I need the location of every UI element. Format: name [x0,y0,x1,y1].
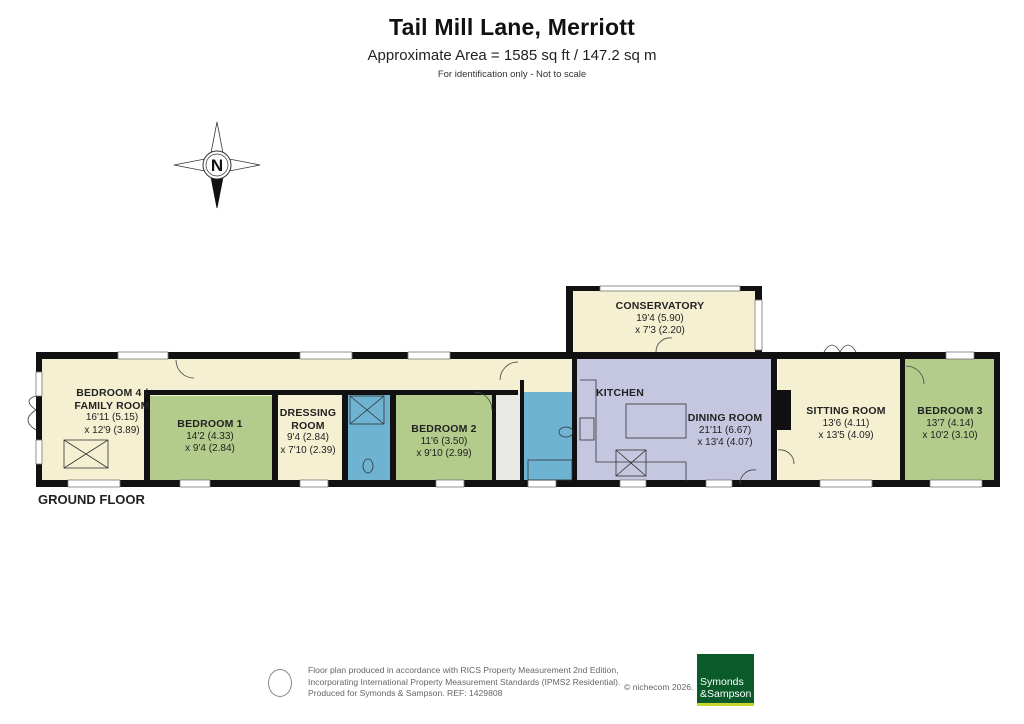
bedroom1-area [148,396,272,482]
copyright-text: © nichecom 2026. [624,682,694,692]
room-dressing: DRESSING ROOM 9'4 (2.84) x 7'10 (2.39) [279,407,337,456]
room-bedroom2: BEDROOM 2 11'6 (3.50) x 9'10 (2.99) [411,423,477,459]
plan-title: Tail Mill Lane, Merriott [389,14,635,40]
header: Tail Mill Lane, Merriott Approximate Are… [0,14,1024,80]
room-dining: DINING ROOM 21'11 (6.67) x 13'4 (4.07) [687,412,763,448]
disclaimer-text: For identification only - Not to scale [437,69,587,80]
person-icon [268,669,292,697]
north-arrow-icon: N [173,121,261,209]
room-conservatory: CONSERVATORY 19'4 (5.90) x 7'3 (2.20) [615,300,705,336]
brand-logo: Symonds &Sampson [697,654,754,706]
room-bedroom3: BEDROOM 3 13'7 (4.14) x 10'2 (3.10) [917,405,983,441]
floor-label: GROUND FLOOR [38,492,145,507]
room-kitchen: KITCHEN [595,387,645,399]
room-bedroom4: BEDROOM 4 / FAMILY ROOM 16'11 (5.15) x 1… [74,387,150,436]
compass-n-label: N [211,156,223,175]
room-bedroom1: BEDROOM 1 14'2 (4.33) x 9'4 (2.84) [177,418,243,454]
area-text: Approximate Area = 1585 sq ft / 147.2 sq… [367,47,657,64]
room-sitting: SITTING ROOM 13'6 (4.11) x 13'5 (4.09) [806,405,886,441]
